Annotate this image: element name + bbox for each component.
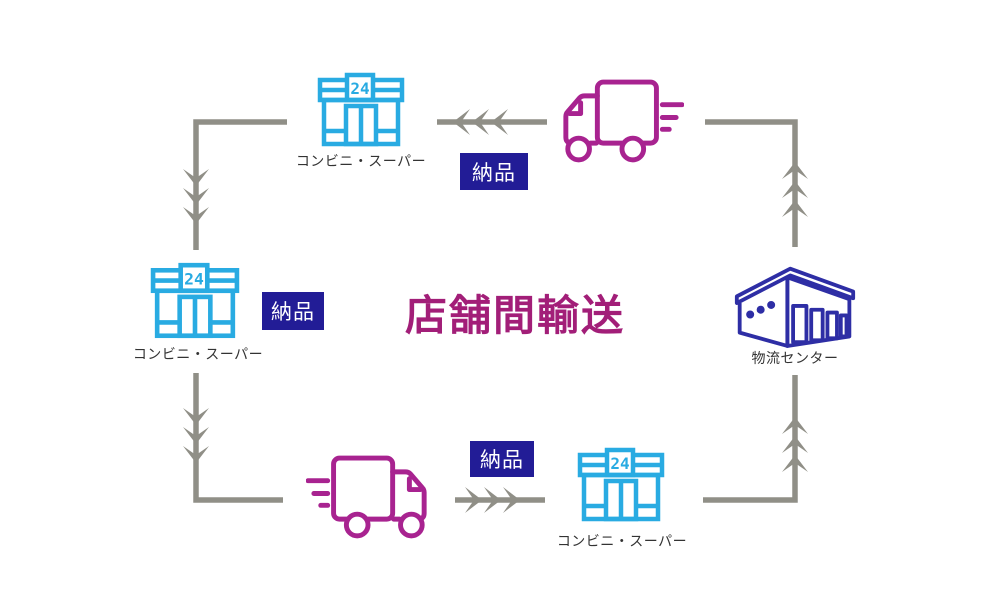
store-icon-left: 24 (150, 262, 240, 339)
logistics-center-label: 物流センター (751, 351, 839, 367)
flow-segment-bottom-right-up (703, 375, 808, 503)
logistics-center-icon (734, 266, 856, 348)
flow-segment-right-top-up (705, 119, 808, 247)
delivery-badge-top: 納品 (460, 153, 528, 190)
store-sign-24: 24 (610, 454, 629, 473)
store-left-label: コンビニ・スーパー (132, 347, 264, 363)
store-top-label: コンビニ・スーパー (295, 154, 427, 170)
store-sign-24: 24 (350, 79, 369, 98)
flow-arrows-bottom-right (455, 487, 545, 513)
delivery-badge-bottom: 納品 (470, 441, 534, 477)
flow-arrows-top-left (437, 109, 547, 135)
store-bottom-label: コンビニ・スーパー (556, 534, 688, 550)
flow-segment-left-bottom-down (183, 373, 283, 503)
store-icon-top: 24 (317, 72, 405, 147)
delivery-badge-left: 納品 (262, 292, 324, 330)
flow-segment-top-left-down (183, 119, 287, 250)
truck-icon-bottom (306, 455, 427, 539)
truck-icon-top (563, 79, 684, 163)
store-sign-24: 24 (184, 270, 204, 289)
page-title: 店舗間輸送 (404, 290, 625, 340)
store-icon-bottom: 24 (577, 447, 665, 522)
